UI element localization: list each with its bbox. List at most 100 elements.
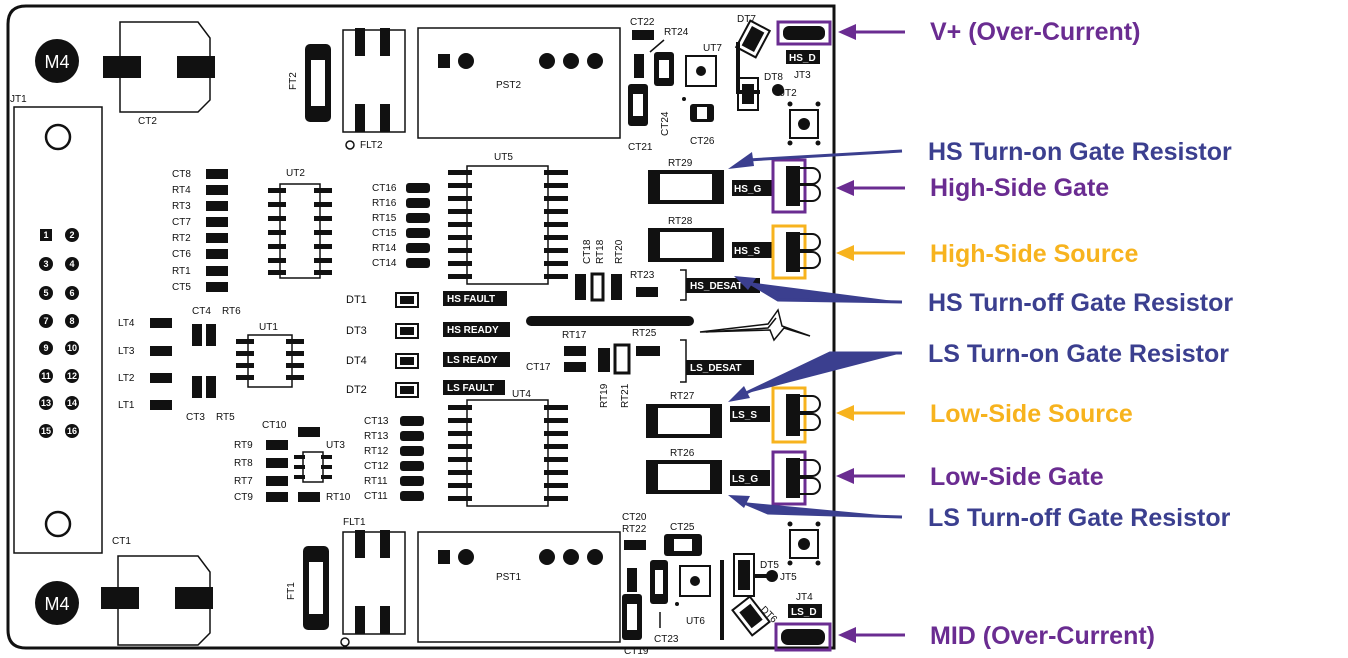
svg-text:CT18: CT18 [582, 239, 593, 264]
svg-text:LT2: LT2 [118, 373, 135, 384]
svg-text:CT22: CT22 [630, 17, 655, 28]
svg-text:RT5: RT5 [216, 412, 235, 423]
capacitor-ct2: CT2 [103, 21, 215, 127]
svg-text:CT19: CT19 [624, 646, 649, 657]
svg-text:UT1: UT1 [259, 322, 278, 333]
svg-text:RT9: RT9 [234, 440, 253, 451]
svg-text:RT13: RT13 [364, 431, 389, 442]
svg-text:CT2: CT2 [138, 116, 157, 127]
svg-text:LT4: LT4 [118, 318, 135, 329]
svg-text:16: 16 [67, 426, 77, 436]
svg-text:HS READY: HS READY [447, 325, 499, 336]
svg-text:CT7: CT7 [172, 217, 191, 228]
svg-text:RT4: RT4 [172, 185, 191, 196]
filter-flt1: FLT1 [340, 517, 406, 647]
svg-text:8: 8 [69, 316, 74, 326]
fuse-ft2: FT2 [288, 44, 331, 122]
connector-ls-g: LS_G [730, 450, 821, 506]
svg-text:UT5: UT5 [494, 152, 513, 163]
svg-text:13: 13 [41, 398, 51, 408]
capacitor-ct1: CT1 [101, 536, 213, 646]
svg-text:CT4: CT4 [192, 306, 211, 317]
svg-text:CT24: CT24 [660, 111, 671, 136]
svg-text:RT8: RT8 [234, 458, 253, 469]
svg-text:UT3: UT3 [326, 440, 345, 451]
label-low-side-gate: Low-Side Gate [930, 463, 1104, 491]
svg-text:FLT1: FLT1 [343, 517, 366, 528]
svg-text:RT22: RT22 [622, 524, 647, 535]
svg-text:RT28: RT28 [668, 216, 693, 227]
svg-text:UT2: UT2 [286, 168, 305, 179]
svg-text:2: 2 [69, 230, 74, 240]
svg-text:JT3: JT3 [794, 70, 811, 81]
svg-text:CT13: CT13 [364, 416, 389, 427]
svg-text:RT12: RT12 [364, 446, 389, 457]
power-supply-pst1: PST1 [417, 531, 621, 643]
svg-text:UT4: UT4 [512, 389, 531, 400]
svg-text:5: 5 [43, 288, 48, 298]
svg-text:15: 15 [41, 426, 51, 436]
svg-text:RT21: RT21 [620, 383, 631, 408]
svg-text:FT2: FT2 [288, 72, 299, 90]
svg-text:HS_S: HS_S [734, 246, 760, 257]
svg-text:LS FAULT: LS FAULT [447, 383, 494, 394]
connector-jt1: JT1 1 2 3 4 5 6 7 8 9 10 11 [10, 94, 103, 554]
svg-text:RT3: RT3 [172, 201, 191, 212]
svg-text:UT7: UT7 [703, 43, 722, 54]
svg-text:6: 6 [69, 288, 74, 298]
svg-text:DT5: DT5 [760, 560, 779, 571]
connector-jt3-hs-d: HS_D JT3 [776, 20, 832, 81]
svg-text:11: 11 [41, 371, 51, 381]
svg-text:CT21: CT21 [628, 142, 653, 153]
filter-flt2: FLT2 [342, 28, 406, 151]
svg-text:HS_DESAT: HS_DESAT [690, 281, 743, 292]
svg-text:RT24: RT24 [664, 27, 689, 38]
svg-text:CT15: CT15 [372, 228, 397, 239]
svg-text:JT1: JT1 [10, 94, 27, 105]
passive-column-ut5: CT16 RT16 RT15 CT15 RT14 CT14 [372, 183, 430, 269]
svg-text:CT3: CT3 [186, 412, 205, 423]
svg-text:RT10: RT10 [326, 492, 351, 503]
svg-text:JT4: JT4 [796, 592, 813, 603]
svg-text:CT12: CT12 [364, 461, 389, 472]
svg-text:9: 9 [43, 343, 48, 353]
svg-text:CT14: CT14 [372, 258, 397, 269]
connector-ls-s: LS_S [730, 386, 821, 444]
label-high-side-source: High-Side Source [930, 240, 1138, 268]
svg-text:DT3: DT3 [346, 325, 367, 337]
svg-text:14: 14 [67, 398, 77, 408]
svg-text:DT4: DT4 [346, 355, 367, 367]
desat-ls-components: RT17 CT17 RT25 RT19 RT21 LS_DESAT [526, 328, 754, 408]
resistor-rt26: RT26 [646, 448, 722, 494]
ic-ut4: UT4 [448, 389, 568, 507]
svg-text:LS_S: LS_S [732, 410, 757, 421]
label-low-side-source: Low-Side Source [930, 400, 1133, 428]
svg-text:PST2: PST2 [496, 80, 521, 91]
svg-text:LS_DESAT: LS_DESAT [690, 363, 742, 374]
svg-text:3: 3 [43, 259, 48, 269]
svg-text:RT16: RT16 [372, 198, 397, 209]
svg-text:LT1: LT1 [118, 400, 135, 411]
mount-hole-bottom: M4 [35, 581, 79, 625]
svg-text:DT1: DT1 [346, 294, 367, 306]
svg-text:RT20: RT20 [614, 239, 625, 264]
label-v-plus: V+ (Over-Current) [930, 18, 1140, 46]
svg-text:RT17: RT17 [562, 330, 587, 341]
connector-jt4-ls-d: JT4 LS_D [774, 592, 832, 652]
svg-text:RT19: RT19 [599, 383, 610, 408]
board-outline [6, 4, 836, 650]
label-high-side-gate: High-Side Gate [930, 174, 1109, 202]
power-supply-pst2: PST2 [417, 27, 621, 139]
svg-text:JT5: JT5 [780, 572, 797, 583]
svg-text:LT3: LT3 [118, 346, 135, 357]
svg-text:M4: M4 [44, 52, 69, 72]
svg-text:HS_G: HS_G [734, 184, 761, 195]
svg-text:M4: M4 [44, 594, 69, 614]
svg-text:CT16: CT16 [372, 183, 397, 194]
svg-text:CT6: CT6 [172, 249, 191, 260]
svg-text:RT25: RT25 [632, 328, 657, 339]
ic-ut3-area: CT10 RT9 RT8 RT7 CT9 RT10 UT3 [234, 420, 351, 503]
svg-text:4: 4 [69, 259, 74, 269]
ic-ut2: UT2 [268, 168, 332, 279]
